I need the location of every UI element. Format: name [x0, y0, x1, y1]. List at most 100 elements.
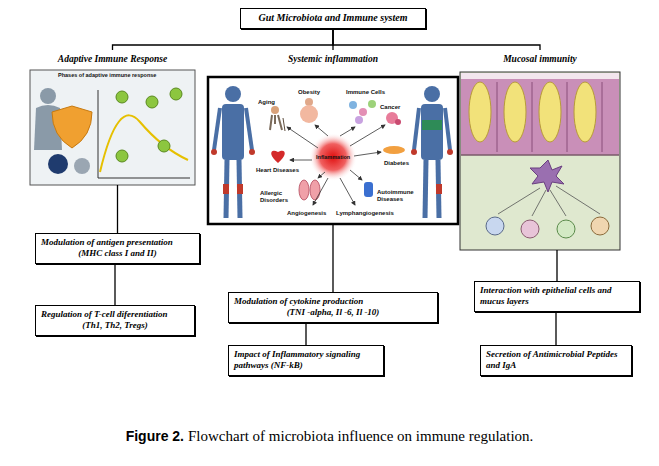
inflammation-illustration-part — [310, 180, 320, 200]
illustration-label: Lymphangiogenesis — [336, 210, 394, 217]
mucosal-illustration-part — [602, 82, 603, 152]
process-box: Modulation of antigen presentation(MHC c… — [35, 233, 200, 264]
inflammation-illustration-part — [368, 100, 376, 108]
illustration-label: Cancer — [380, 104, 400, 111]
inflammation-illustration-part — [299, 180, 309, 200]
illustration-panel: Mucosal immunity — [460, 50, 620, 250]
mucosal-illustration-part — [550, 190, 566, 216]
adaptive-illustration-part — [98, 90, 99, 178]
connector-line — [305, 323, 306, 346]
connector-line — [555, 312, 556, 346]
connector-line — [332, 224, 333, 292]
illustration-label: Autoimmune Diseases — [377, 189, 415, 202]
inflammation-illustration-part — [290, 160, 312, 161]
inflammation-illustration-part — [211, 149, 217, 155]
mucosal-illustration-part — [574, 82, 596, 142]
inflammation-illustration-part — [359, 108, 367, 116]
inflammation-illustration-part — [300, 105, 318, 123]
mucosal-illustration-part — [532, 82, 533, 152]
inflammation-illustration-part — [350, 170, 362, 180]
inflammation-illustration-part — [340, 178, 355, 205]
inflammation-illustration-part — [355, 116, 363, 124]
adaptive-illustration-part — [116, 150, 128, 162]
process-box: Modulation of cytokine production(TNI -a… — [228, 292, 438, 323]
inflammation-illustration-part — [313, 178, 328, 205]
adaptive-illustration-part — [98, 178, 190, 179]
mucosal-illustration-part — [521, 220, 539, 238]
adaptive-illustration-part — [74, 158, 90, 174]
inflammation-illustration-part — [270, 115, 282, 130]
inflammation-illustration-part — [436, 184, 442, 194]
adaptive-illustration — [30, 70, 195, 185]
mucosal-illustration-part — [486, 217, 504, 235]
inflammation-illustration-part — [349, 101, 357, 109]
inflammation-illustration-part — [214, 108, 220, 150]
mucosal-illustration-part — [591, 217, 609, 235]
mucosal-illustration-part — [504, 82, 526, 142]
box-text: (Th1, Th2, Tregs) — [41, 320, 189, 331]
inflammation-illustration-part — [411, 149, 417, 155]
inflammation-illustration-part — [445, 108, 450, 150]
mucosal-illustration-part — [539, 82, 561, 142]
illustration-label: Immune Cells — [346, 89, 385, 96]
mucosal-illustration-part — [530, 160, 564, 192]
inflammation-illustration-part — [364, 182, 373, 197]
mucosal-illustration-part — [498, 188, 540, 214]
process-box: Impact of Inflammatory signaling pathway… — [228, 345, 384, 376]
adaptive-illustration-part — [30, 70, 195, 185]
mucosal-illustration-part — [497, 82, 498, 152]
inflammation-illustration-part — [222, 104, 244, 160]
mucosal-illustration-part — [469, 82, 491, 142]
box-text: (TNI -alpha, Il -6, Il -10) — [234, 307, 432, 318]
illustration-label: Aging — [258, 99, 275, 106]
mucosal-illustration-part — [557, 220, 575, 238]
mucosal-illustration-part — [556, 186, 600, 214]
inflammation-illustration-part — [237, 184, 243, 194]
adaptive-illustration-part — [100, 115, 188, 172]
adaptive-illustration-part — [116, 91, 128, 103]
panel-heading: Mucosal immunity — [460, 50, 620, 65]
illustration-label: Diabetes — [384, 160, 409, 167]
inflammation-illustration-part — [424, 86, 440, 102]
inflammation-illustration-part — [425, 160, 426, 218]
inflammation-illustration-part — [414, 108, 419, 150]
box-text: Regulation of T-cell diferentiation — [41, 309, 189, 320]
connector-line — [113, 29, 334, 51]
box-text: (MHC class I and II) — [41, 248, 194, 259]
illustration-label: Obesity — [298, 89, 320, 96]
inflammation-illustration-part — [309, 133, 357, 181]
adaptive-illustration-part — [146, 96, 158, 108]
inflammation-illustration-part — [246, 108, 252, 150]
inflammation-illustration-part — [271, 106, 279, 114]
inflammation-illustration — [208, 77, 458, 224]
figure-number: Figure 2. — [126, 428, 184, 444]
inflammation-illustration-part — [447, 149, 453, 155]
mucosal-illustration-part — [460, 72, 620, 250]
illustration-label: Heart Diseases — [256, 167, 299, 174]
inflammation-illustration-part — [354, 152, 381, 156]
mucosal-illustration-part — [461, 73, 619, 155]
connector-line — [556, 250, 557, 281]
box-text: Secretion of Antimicrobial Peptides and … — [486, 349, 626, 372]
box-text: Modulation of cytokine production — [234, 296, 432, 307]
adaptive-illustration-part — [158, 140, 170, 152]
inflammation-illustration-part — [271, 151, 285, 163]
process-box: Regulation of T-cell diferentiation(Th1,… — [35, 305, 195, 336]
inflammation-illustration-part — [340, 127, 355, 136]
inflammation-illustration-part — [395, 119, 401, 125]
mucosal-illustration-part — [461, 154, 619, 156]
inflammation-illustration-part — [422, 120, 442, 130]
panel-heading: Systemic inflammation — [208, 50, 458, 65]
inflammation-illustration-part — [223, 184, 229, 194]
mucosal-illustration-part — [461, 73, 619, 79]
box-text: Impact of Inflammatory signaling pathway… — [234, 349, 378, 372]
figure-caption: Flowchart of microbiota influence on imm… — [188, 428, 533, 444]
adaptive-illustration-part — [52, 106, 92, 148]
process-box: Interaction with epithelial cells and mu… — [474, 281, 640, 312]
inflammation-illustration-part — [283, 118, 285, 131]
illustration-label: Allergic Disorders — [260, 190, 294, 203]
inflammation-illustration-part — [208, 77, 458, 224]
box-text: Gut Microbiota and Immune system — [246, 12, 420, 25]
connector-line — [114, 264, 115, 306]
